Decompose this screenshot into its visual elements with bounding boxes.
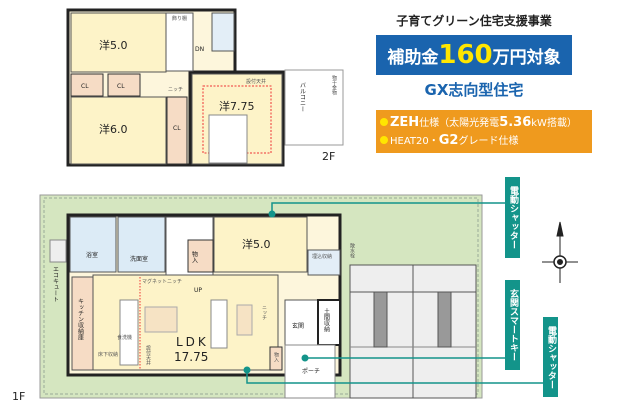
spec-zeh: ZEH仕様（太陽光発電5.36kW搭載） xyxy=(380,114,588,132)
sofa xyxy=(210,299,228,349)
label-western3: 洋7.75 xyxy=(219,99,255,113)
label-western2: 洋6.0 xyxy=(99,122,128,136)
label-toilet-storage: 埋込収納 xyxy=(312,253,332,260)
room-bath xyxy=(69,216,117,273)
floor-2f: 洋5.0 CL CL CL 洋6.0 洋7.75 DN 飾り棚 ニッチ 設付天井… xyxy=(66,8,344,167)
callout-shutter1: 電動シャッター xyxy=(505,177,520,258)
label-cl1: CL xyxy=(81,83,89,90)
label-balcony: バルコニー xyxy=(299,82,306,112)
bullet-icon xyxy=(380,136,388,144)
label-ceiling-1f: 設付天井 xyxy=(145,344,151,366)
room-western2 xyxy=(70,96,167,165)
spec-heat20: HEAT20・G2グレード仕様 xyxy=(380,132,588,150)
callout-shutter2: 電動シャッター xyxy=(543,317,558,397)
storage1 xyxy=(187,239,214,273)
room-washroom xyxy=(117,216,166,273)
label-ldk-size: 17.75 xyxy=(174,350,208,364)
toilet-1f xyxy=(307,249,341,276)
storage2 xyxy=(269,346,283,371)
label-shelf: 飾り棚 xyxy=(172,15,187,22)
marker-shutter2 xyxy=(243,366,251,374)
label-magnet-niche: マグネットニッチ xyxy=(142,278,182,285)
label-dn: DN xyxy=(195,46,204,53)
subsidy-banner: 補助金160万円対象 xyxy=(376,35,572,75)
callout-smart-key: 玄関スマートキー xyxy=(505,280,520,370)
label-western-1f: 洋5.0 xyxy=(242,237,271,251)
bullet-icon xyxy=(380,118,388,126)
label-ceiling: 設付天井 xyxy=(246,78,266,85)
subsidy-suffix: 万円対象 xyxy=(492,48,561,68)
label-storage1: 物入 xyxy=(191,250,198,263)
marker-shutter1 xyxy=(268,210,276,218)
label-washroom: 洗面室 xyxy=(130,255,148,263)
label-doma-storage: 土間収納 xyxy=(323,307,330,333)
subsidy-program-title: 子育てグリーン住宅支援事業 xyxy=(396,14,552,28)
closet1 xyxy=(70,73,104,97)
label-up: UP xyxy=(194,287,202,294)
label-ldk: LDK xyxy=(176,335,209,349)
stairs-2f xyxy=(165,12,194,72)
label-1f: 1F xyxy=(12,390,25,403)
label-storage2: 物入 xyxy=(273,351,279,362)
label-cl3: CL xyxy=(173,125,181,132)
label-niche: ニッチ xyxy=(168,87,183,93)
floor-1f: 浴室 洗面室 物入 洋5.0 埋込収納 キッチン収納庫 LDK 17.75 玄関… xyxy=(12,194,483,403)
spec-box: ZEH仕様（太陽光発電5.36kW搭載） HEAT20・G2グレード仕様 xyxy=(376,110,592,153)
room-western-1f xyxy=(213,216,308,273)
closet3 xyxy=(166,96,188,165)
label-bath: 浴室 xyxy=(86,251,98,259)
bed xyxy=(208,114,248,164)
label-niche-1f: ニッチ xyxy=(261,305,267,320)
compass-north-icon xyxy=(542,221,578,283)
label-kitchen-storage: キッチン収納庫 xyxy=(77,298,84,341)
eco-cute-unit xyxy=(49,239,67,263)
label-drying: 物干金物 xyxy=(331,74,337,96)
marker-smart-key xyxy=(301,354,309,362)
label-western1: 洋5.0 xyxy=(99,38,128,52)
callout-lines xyxy=(246,202,543,384)
dining-table xyxy=(144,306,178,333)
label-cl2: CL xyxy=(117,83,125,90)
house-type: GX志向型住宅 xyxy=(424,81,524,99)
subsidy-amount: 160 xyxy=(438,40,493,70)
label-faucet: 散水栓 xyxy=(349,242,355,259)
room-western1 xyxy=(70,12,167,73)
label-dishwasher: 食洗機 xyxy=(117,334,132,341)
subsidy-prefix: 補助金 xyxy=(387,48,439,68)
label-2f: 2F xyxy=(322,150,335,163)
label-entrance: 玄関 xyxy=(292,322,304,330)
coffee-table xyxy=(236,304,253,336)
label-porch: ポーチ xyxy=(302,367,320,375)
closet2 xyxy=(107,73,141,97)
balcony xyxy=(284,69,344,146)
kitchen-counter xyxy=(119,299,139,366)
label-eco-cute: エコキュート xyxy=(52,266,59,302)
toilet-2f xyxy=(211,12,235,52)
porch xyxy=(284,344,336,399)
label-underfloor: 床下収納 xyxy=(98,351,118,358)
